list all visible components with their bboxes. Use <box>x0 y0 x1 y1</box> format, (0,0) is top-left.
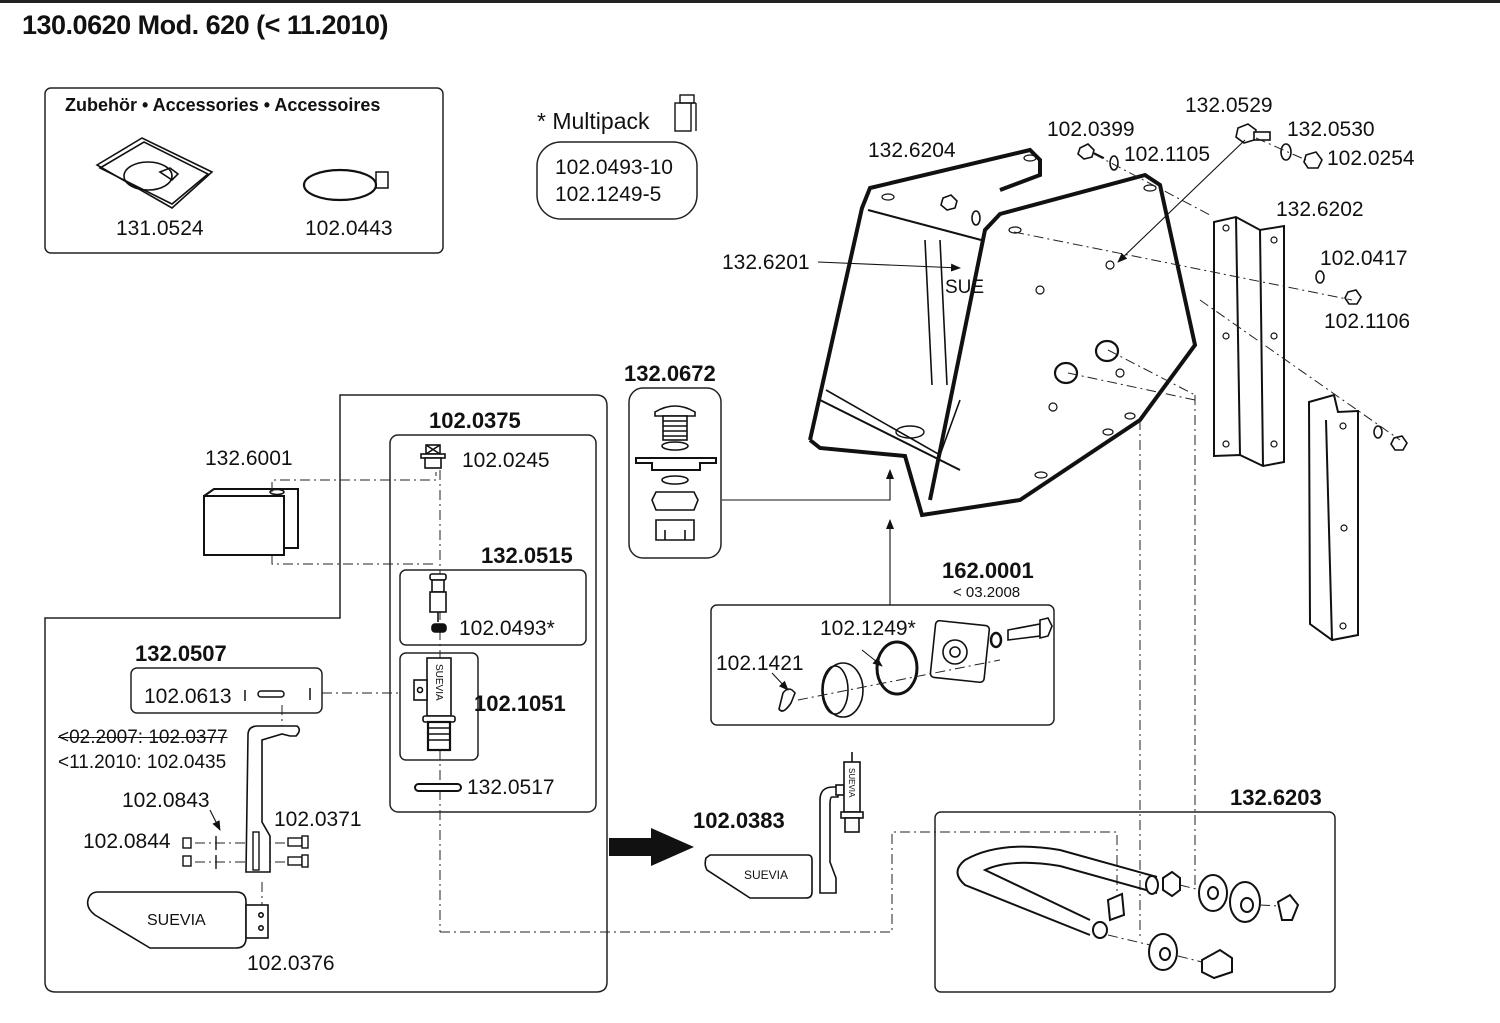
valve-body-icon: SUEVIA <box>413 657 456 752</box>
pipe-kit-box <box>934 811 1336 993</box>
part-label-bolt-a: 102.0399 <box>1047 118 1135 141</box>
part-label-bowl-inner: 132.6201 <box>722 251 810 274</box>
lever-icon <box>245 725 301 873</box>
part-label-washer: 102.0843 <box>122 789 210 812</box>
pin-icon <box>244 688 311 701</box>
leader-lines <box>722 139 1246 605</box>
u-pipe-icon <box>956 845 1300 980</box>
part-label-piston-group: 132.0515 <box>481 543 573 568</box>
part-label-valve-body: 102.1051 <box>474 691 566 716</box>
multipack-box <box>536 94 698 220</box>
wall-bracket-upper <box>1213 215 1285 468</box>
multipack-item: 102.0493-10 <box>555 156 673 179</box>
multipack-item: 102.1249-5 <box>555 183 662 206</box>
accessory-part-label: 131.0524 <box>116 217 204 240</box>
part-label-wing-nut: 102.1421 <box>716 652 804 675</box>
complete-paddle-marking: SUEVIA <box>744 868 788 882</box>
part-label-washer-b: 132.0530 <box>1287 118 1375 141</box>
part-label-lever: <11.2010: 102.0435 <box>58 752 227 773</box>
drain-kit-box <box>628 387 722 559</box>
part-label-paddle: 102.0376 <box>247 952 335 975</box>
part-label-lever-assembly: 132.0507 <box>135 641 227 666</box>
assembly-axes <box>1013 137 1401 940</box>
valve-body-box <box>399 652 479 761</box>
bowl-marking: SUE <box>945 277 984 298</box>
part-label-drain-kit: 132.0672 <box>624 361 716 386</box>
lever-assembly: SUEVIA <box>86 667 323 949</box>
part-label-complete-valve: 102.0383 <box>693 808 785 833</box>
part-label-nut-c: 102.1106 <box>1324 310 1411 333</box>
drain-plug-icon <box>635 405 717 541</box>
multipack-label: * Multipack <box>537 108 650 134</box>
plug-icon <box>420 444 446 469</box>
part-label-nut-b: 102.0254 <box>1327 147 1415 170</box>
valve-assembly-box: SUEVIA <box>389 434 597 813</box>
heater-block-icon <box>203 488 299 556</box>
part-label-heater: 132.6001 <box>205 447 293 470</box>
accessories-box <box>44 87 444 254</box>
part-label-pipe-kit: 132.6203 <box>1230 785 1322 810</box>
valve-marking: SUEVIA <box>433 664 444 701</box>
part-label-o-ring: 102.1249* <box>820 617 916 640</box>
big-arrow-icon <box>609 828 694 866</box>
multipack-package-icon <box>674 94 697 132</box>
frost-kit-box <box>710 604 1055 726</box>
wall-bracket-lower <box>1307 393 1359 642</box>
accessories-heading: Zubehör • Accessories • Accessoires <box>65 95 381 115</box>
paddle-icon: SUEVIA <box>86 891 269 949</box>
piston-icon <box>429 573 447 633</box>
part-label-old-lever: <02.2007: 102.0377 <box>58 727 228 748</box>
part-label-piston-seal: 102.0493* <box>459 617 555 640</box>
drinking-bowl: SUE <box>808 147 1198 518</box>
part-label-washer-c: 102.0417 <box>1320 247 1408 270</box>
part-label-bracket: 132.6202 <box>1276 198 1364 221</box>
part-label-gasket: 132.0517 <box>467 776 555 799</box>
accessory-part-label: 102.0443 <box>305 217 393 240</box>
bowl-fasteners <box>940 123 1408 451</box>
paddle-marking: SUEVIA <box>147 912 206 929</box>
o-ring-icon <box>875 640 919 696</box>
top-border <box>0 0 1500 3</box>
part-label-valve-assembly: 102.0375 <box>429 408 521 433</box>
nut-washer-screw-icons <box>182 835 309 869</box>
part-label-pin: 102.0613 <box>144 685 232 708</box>
part-label-screw: 102.0371 <box>274 808 362 831</box>
complete-valve-icon: SUEVIA SUEVIA <box>704 752 864 899</box>
part-label-plug: 102.0245 <box>462 449 550 472</box>
valve-group-outline <box>44 394 608 993</box>
piston-group-box <box>399 569 587 646</box>
complete-valve-marking: SUEVIA <box>847 768 856 798</box>
part-label-washer-a: 102.1105 <box>1124 143 1211 166</box>
page-title: 130.0620 Mod. 620 (< 11.2010) <box>22 10 389 40</box>
tray-with-heater-icon <box>95 137 214 209</box>
heating-cable-icon <box>302 168 389 202</box>
wing-nut-icon <box>778 688 796 712</box>
part-label-nut: 102.0844 <box>83 830 171 853</box>
float-disc-icon <box>822 662 864 718</box>
bolt-icon <box>1007 623 1041 641</box>
part-label-frost-kit: 162.0001 <box>942 558 1034 583</box>
part-label-bowl-front: 132.6204 <box>868 139 956 162</box>
frost-kit-date-note: < 03.2008 <box>953 584 1021 601</box>
gasket-icon <box>414 783 462 792</box>
part-label-bolt-b: 132.0529 <box>1185 94 1273 117</box>
